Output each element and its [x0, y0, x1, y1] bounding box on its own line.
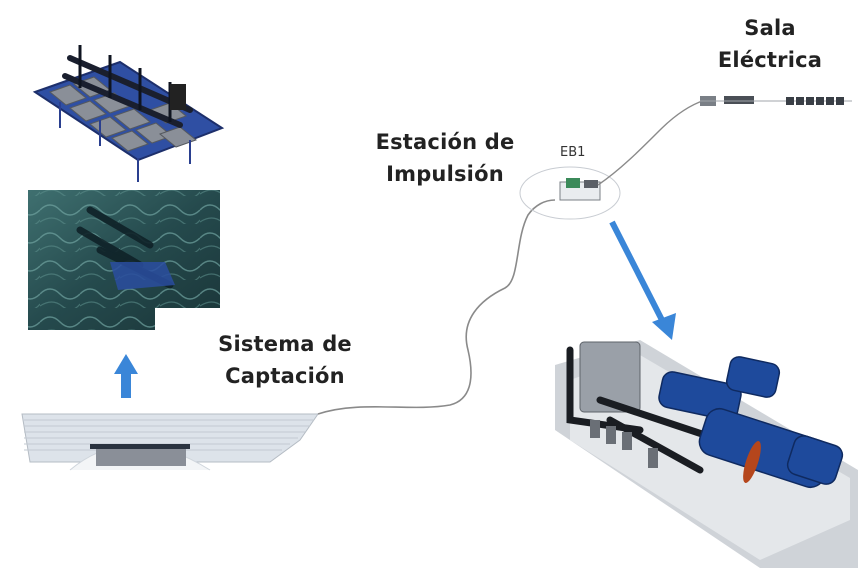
- estacion-impulsion-label: Estación de Impulsión: [360, 126, 530, 190]
- pump-station-detail-illustration: [555, 340, 858, 568]
- power-line: [597, 99, 706, 186]
- estacion-label-line2: Impulsión: [386, 162, 504, 186]
- upward-arrow-icon: [114, 354, 138, 398]
- underwater-render-image: [28, 190, 220, 330]
- intake-structure-illustration: [32, 45, 225, 182]
- diagonal-arrowhead-icon: [652, 313, 676, 340]
- pipeline-line: [317, 199, 556, 415]
- sistema-label-line2: Captación: [225, 364, 345, 388]
- sistema-captacion-label: Sistema de Captación: [205, 328, 365, 392]
- estacion-label-line1: Estación de: [375, 130, 515, 154]
- diagonal-arrow-icon: [609, 220, 667, 326]
- electrical-room-illustration: [700, 96, 852, 106]
- eb1-pump-station-small: [519, 166, 621, 220]
- sistema-label-line1: Sistema de: [218, 332, 352, 356]
- sala-electrica-label: Sala Eléctrica: [717, 16, 823, 72]
- eb1-label: EB1: [560, 145, 586, 160]
- seabed-cross-section: [21, 413, 319, 471]
